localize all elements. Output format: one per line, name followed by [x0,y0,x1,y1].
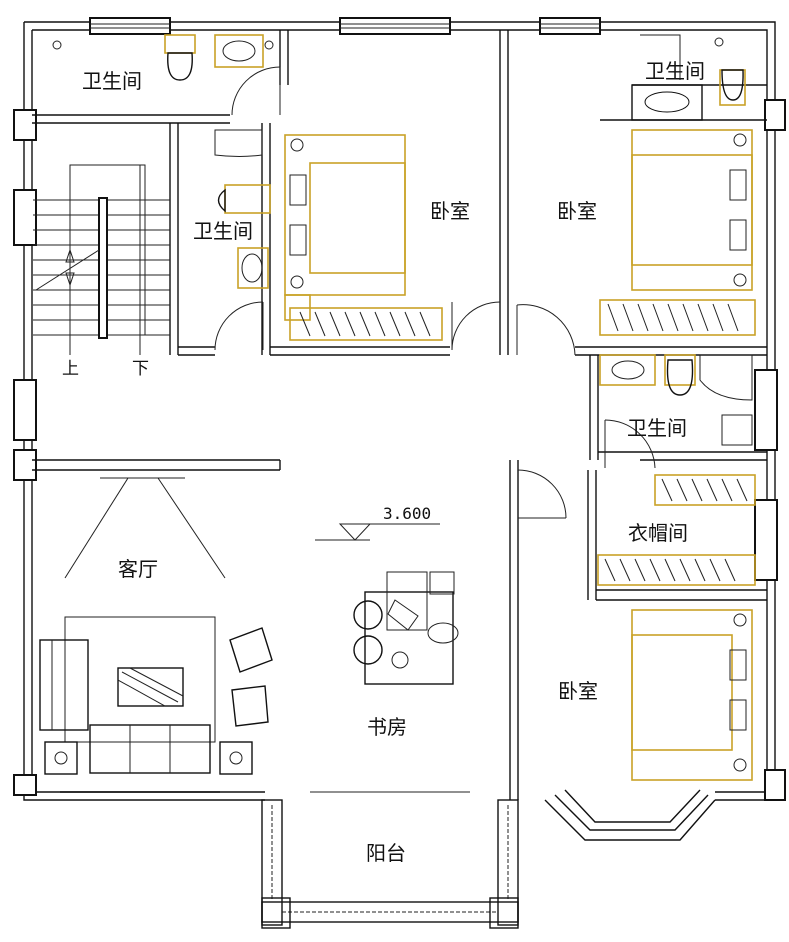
room-label-balcony: 阳台 [366,841,406,865]
room-label-bedroom-bottom-right: 卧室 [558,679,598,703]
study-furniture [353,571,459,685]
stair-up-label: 上 [62,359,79,379]
doors [214,34,681,519]
room-label-bedroom-top-right: 卧室 [557,199,597,223]
stair-down-label: 下 [132,359,149,379]
room-label-living: 客厅 [118,557,158,581]
room-label-bedroom-center: 卧室 [430,199,470,223]
bath-fixtures [52,34,753,446]
hanger-marks [299,303,748,582]
staircase [33,164,170,355]
room-label-closet: 衣帽间 [628,521,688,545]
room-label-bath-right: 卫生间 [627,416,687,440]
balcony-railing [261,791,519,929]
elevation-label: 3.600 [383,504,431,523]
beds [284,129,756,781]
elevation-marker [315,523,440,541]
room-label-bath-center: 卫生间 [193,219,253,243]
room-label-bath-top-right: 卫生间 [645,59,705,83]
living-furniture [39,477,273,775]
room-label-bath-top-left: 卫生间 [82,69,142,93]
interior-walls [32,30,767,841]
outer-walls [13,17,786,801]
room-label-study: 书房 [367,715,407,739]
